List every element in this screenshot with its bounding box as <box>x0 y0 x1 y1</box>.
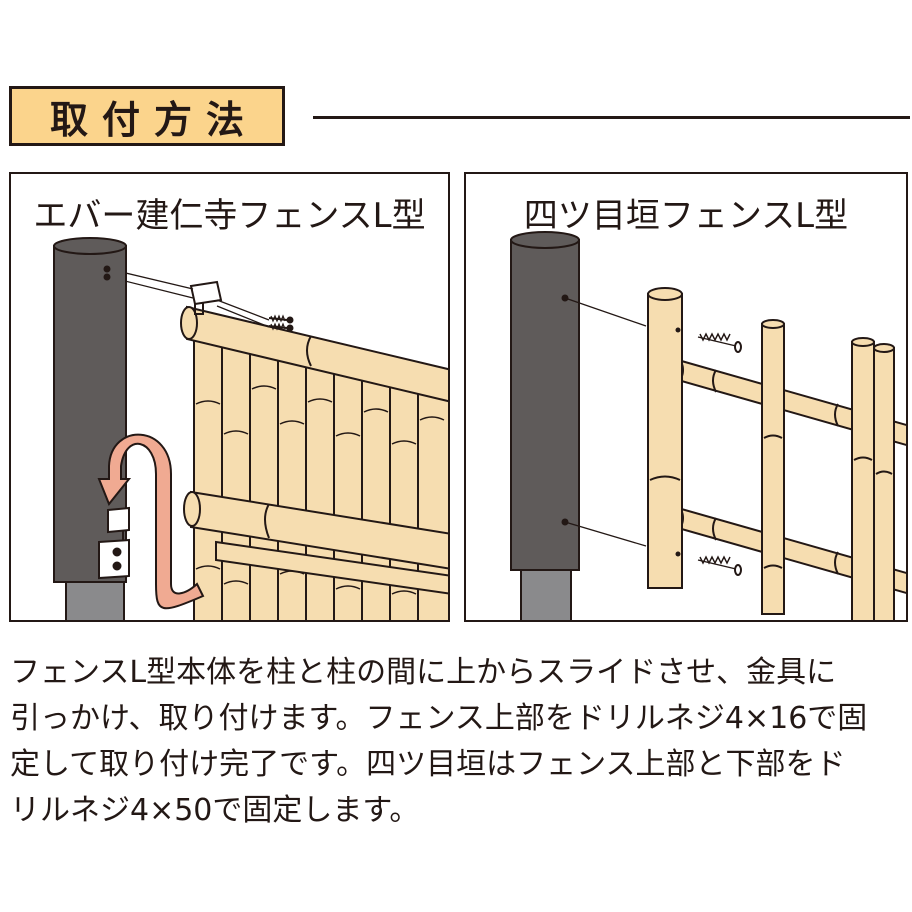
top-rail-node <box>306 335 312 367</box>
installation-description: フェンスL型本体を柱と柱の間に上からスライドさせ、金具に 引っかけ、取り付けます… <box>10 650 908 834</box>
screw-holes <box>675 327 681 557</box>
post-right <box>510 231 580 620</box>
drill-screws <box>268 314 294 332</box>
panel-yotsumegaki-fence: 四ツ目垣フェンスL型 <box>464 172 908 622</box>
panel-kenninji-fence: エバー建仁寺フェンスL型 <box>9 172 450 622</box>
slide-arrow <box>97 433 205 610</box>
description-line-4: リルネジ4×50で固定します。 <box>10 793 420 828</box>
panel-label-kenninji: エバー建仁寺フェンスL型 <box>33 196 426 236</box>
bamboo-uprights <box>647 287 895 620</box>
description-line-1: フェンスL型本体を柱と柱の間に上からスライドさせ、金具に <box>10 655 837 690</box>
drill-screws-right <box>697 332 742 576</box>
description-line-3: 定して取り付け完了です。四ツ目垣はフェンス上部と下部をド <box>10 747 846 782</box>
kenninji-installation-illustration <box>53 237 448 620</box>
panel-label-yotsumegaki: 四ツ目垣フェンスL型 <box>523 196 849 236</box>
guide-lines-right <box>564 297 647 547</box>
lower-rail <box>215 540 448 595</box>
fence-panel-kenninji <box>180 305 448 620</box>
middle-rail-node <box>264 503 270 539</box>
section-title-box: 取付方法 <box>9 86 285 146</box>
top-bracket <box>189 280 223 315</box>
description-line-2: 引っかけ、取り付けます。フェンス上部をドリルネジ4×16で固 <box>10 701 868 736</box>
section-title: 取付方法 <box>49 97 258 142</box>
hook-bracket <box>98 506 130 580</box>
title-divider <box>313 116 910 119</box>
yotsumegaki-installation-illustration <box>510 231 906 620</box>
